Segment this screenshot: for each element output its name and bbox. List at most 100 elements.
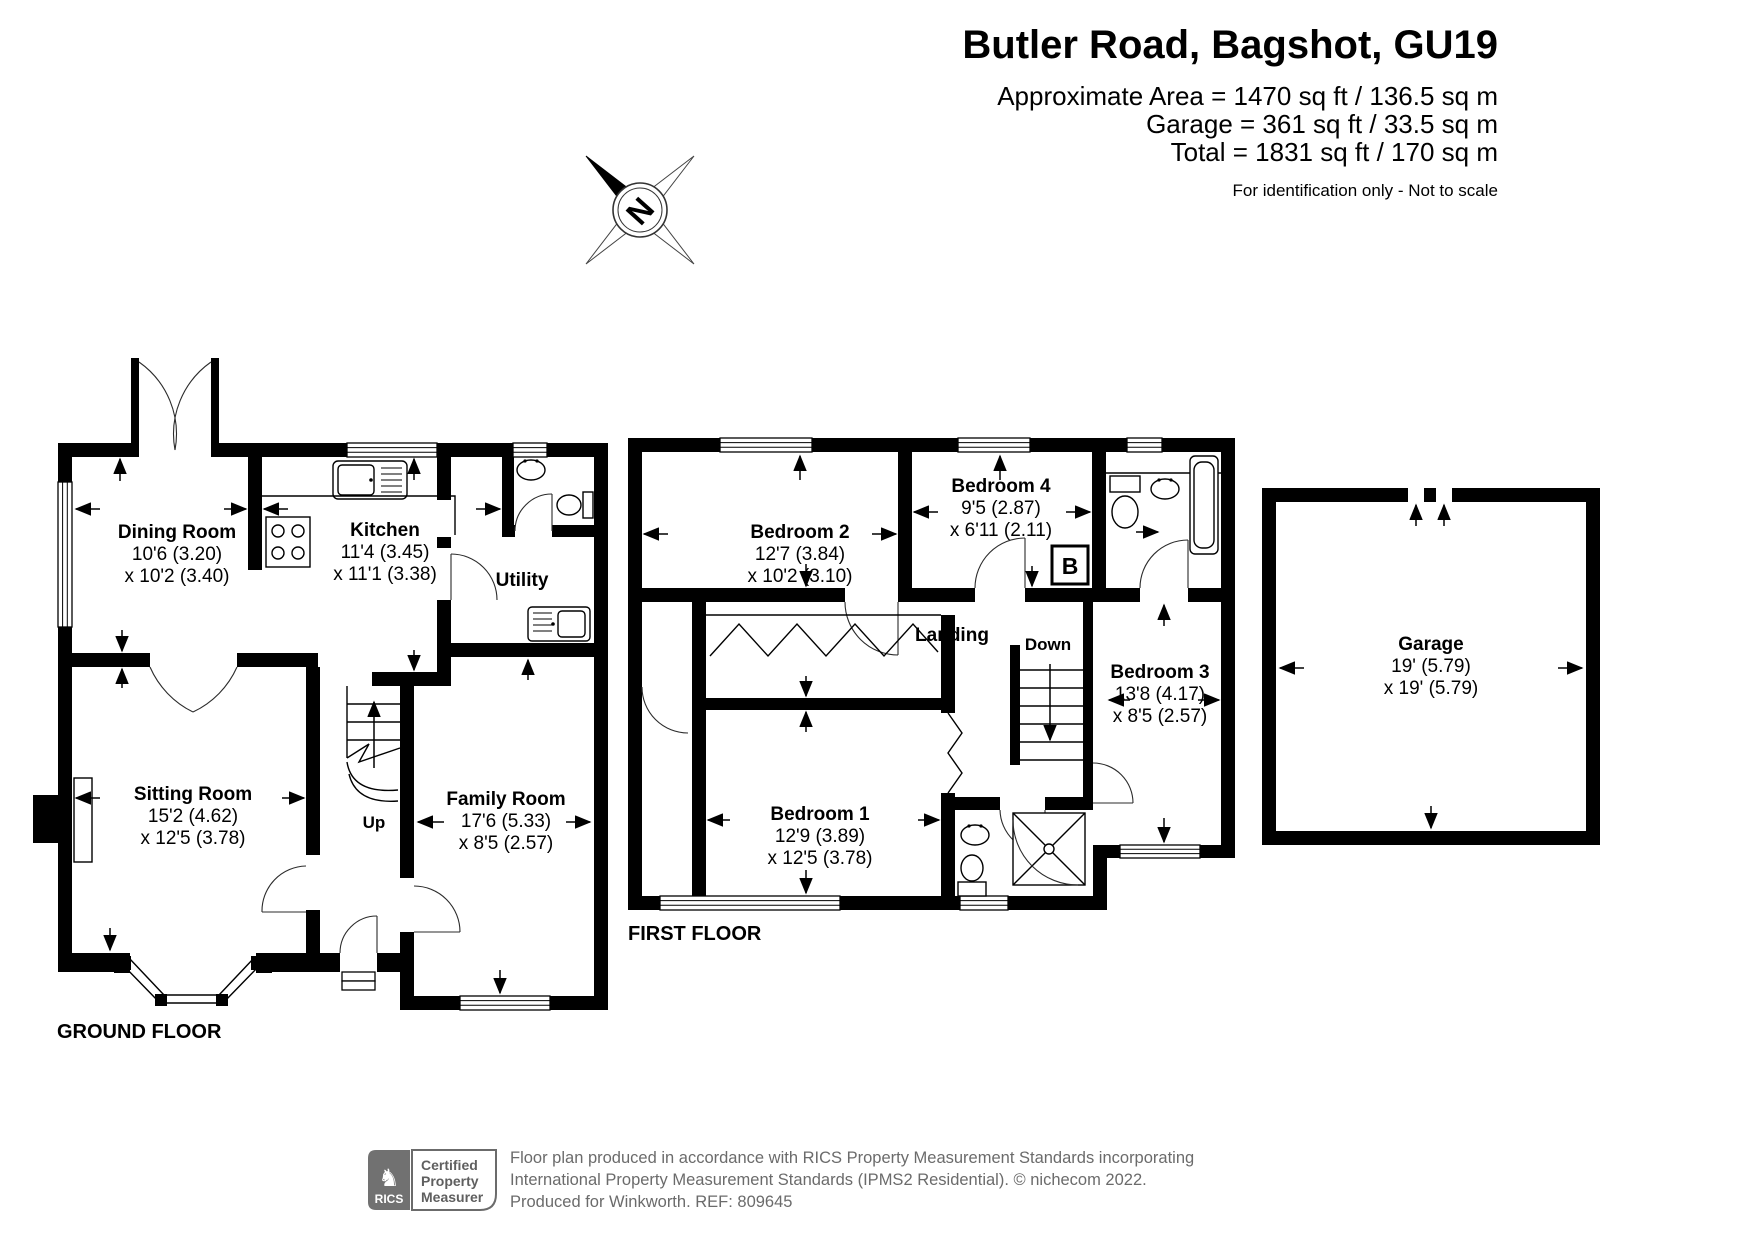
- first-walls: [628, 438, 1235, 910]
- first-labels: Bedroom 2 12'7 (3.84) x 10'2 (3.10) Bedr…: [628, 476, 1210, 945]
- ground-fixtures: [73, 459, 594, 863]
- wc-window: [512, 442, 548, 458]
- sitting-double-door-arc-left: [149, 666, 194, 713]
- bedroom3-window: [1119, 844, 1201, 859]
- svg-text:12'7 (3.84): 12'7 (3.84): [755, 544, 845, 565]
- kitchen-counter: [262, 495, 456, 535]
- bathroom-window: [1126, 437, 1163, 453]
- ground-doors: [138, 361, 553, 954]
- stairs-down: [1020, 664, 1083, 761]
- svg-text:x 12'5 (3.78): x 12'5 (3.78): [767, 848, 872, 869]
- stairs-up: [346, 686, 401, 802]
- svg-text:19' (5.79): 19' (5.79): [1391, 656, 1471, 677]
- svg-text:17'6 (5.33): 17'6 (5.33): [461, 811, 551, 832]
- footer-text: Floor plan produced in accordance with R…: [510, 1149, 1194, 1211]
- svg-text:x 19' (5.79): x 19' (5.79): [1384, 678, 1478, 699]
- wardrobe-rail-icon: [709, 622, 939, 658]
- ground-walls: [33, 358, 608, 1010]
- svg-text:x 11'1 (3.38): x 11'1 (3.38): [333, 564, 437, 585]
- first-floor-label: FIRST FLOOR: [628, 923, 762, 945]
- landing-label: Landing: [915, 625, 989, 646]
- bedroom3-name: Bedroom 3: [1110, 662, 1209, 683]
- footer-line-3: Produced for Winkworth. REF: 809645: [510, 1193, 792, 1211]
- svg-text:x 6'11 (2.11): x 6'11 (2.11): [950, 520, 1052, 541]
- svg-text:x 10'2 (3.10): x 10'2 (3.10): [747, 566, 852, 587]
- garage-name: Garage: [1398, 634, 1463, 655]
- ground-floor-label: GROUND FLOOR: [57, 1021, 222, 1043]
- ground-labels: Dining Room 10'6 (3.20) x 10'2 (3.40) Ki…: [57, 520, 566, 1043]
- svg-text:15'2 (4.62): 15'2 (4.62): [148, 806, 238, 827]
- boiler-cupboard: B: [1050, 544, 1090, 586]
- front-door-step: [341, 971, 376, 991]
- bedroom4-window: [957, 437, 1031, 453]
- header: Butler Road, Bagshot, GU19 Approximate A…: [962, 23, 1498, 200]
- svg-text:x 12'5 (3.78): x 12'5 (3.78): [140, 828, 245, 849]
- kitchen-sink-icon: [332, 460, 408, 500]
- bay-window: [117, 956, 265, 1006]
- svg-text:11'4 (3.45): 11'4 (3.45): [341, 542, 430, 563]
- ground-dim-arrows: [74, 457, 592, 995]
- garage-dim-arrows: [1278, 503, 1584, 830]
- wc-toilet-icon: [556, 491, 594, 519]
- garage-walls: [1262, 488, 1600, 845]
- ensuite-window: [959, 895, 1009, 911]
- family-room-name: Family Room: [446, 789, 565, 810]
- svg-text:12'9 (3.89): 12'9 (3.89): [775, 826, 865, 847]
- svg-text:9'5 (2.87): 9'5 (2.87): [961, 498, 1041, 519]
- kitchen-window: [346, 442, 438, 458]
- svg-text:x 10'2 (3.40): x 10'2 (3.40): [124, 566, 229, 587]
- utility-sink-icon: [527, 606, 591, 642]
- ensuite-basin-icon: [960, 824, 990, 846]
- french-door-arc-left: [138, 361, 178, 451]
- bedroom4-name: Bedroom 4: [951, 476, 1051, 497]
- svg-text:10'6 (3.20): 10'6 (3.20): [132, 544, 222, 565]
- rics-wordmark: RICS: [375, 1192, 404, 1206]
- ensuite-toilet-icon: [957, 854, 987, 897]
- first-fixtures: B: [706, 455, 1221, 897]
- family-room-window: [459, 995, 551, 1011]
- utility-name: Utility: [496, 570, 549, 591]
- total-line: Total = 1831 sq ft / 170 sq m: [1171, 137, 1498, 167]
- area-line: Approximate Area = 1470 sq ft / 136.5 sq…: [997, 81, 1498, 111]
- bathroom-basin-icon: [1150, 478, 1180, 500]
- hob-icon: [265, 516, 311, 568]
- page-title: Butler Road, Bagshot, GU19: [962, 23, 1498, 67]
- cupboard-door: [641, 686, 689, 734]
- bath-icon: [1189, 455, 1219, 555]
- dining-room-name: Dining Room: [118, 522, 236, 543]
- bedroom1-name: Bedroom 1: [770, 804, 870, 825]
- french-door-arc-right: [172, 361, 212, 451]
- bedroom2-window: [719, 437, 813, 453]
- kitchen-name: Kitchen: [350, 520, 420, 541]
- sitting-double-door-arc-right: [192, 666, 238, 713]
- garage-labels: Garage 19' (5.79) x 19' (5.79): [1384, 634, 1478, 699]
- up-label: Up: [363, 813, 386, 832]
- dining-side-window: [57, 481, 73, 628]
- fireplace: [73, 777, 93, 863]
- svg-text:x 8'5 (2.57): x 8'5 (2.57): [1113, 706, 1207, 727]
- bedroom1-window: [659, 895, 841, 911]
- compass-rose: N: [585, 155, 695, 265]
- svg-text:x 8'5 (2.57): x 8'5 (2.57): [459, 833, 553, 854]
- wardrobe: [706, 614, 941, 658]
- ground-windows: [57, 442, 551, 1011]
- rics-lion-icon: ♞: [378, 1165, 400, 1192]
- svg-text:Certified: Certified: [421, 1157, 478, 1173]
- garage-plan: Garage 19' (5.79) x 19' (5.79): [1262, 488, 1600, 845]
- footer-line-2: International Property Measurement Stand…: [510, 1171, 1147, 1189]
- sitting-room-name: Sitting Room: [134, 784, 252, 805]
- svg-text:13'8 (4.17): 13'8 (4.17): [1115, 684, 1205, 705]
- down-label: Down: [1025, 635, 1071, 654]
- shower-icon: [1012, 812, 1086, 886]
- bifold-cupboard-doors: [947, 712, 963, 794]
- certified-badge-box: [411, 1149, 497, 1211]
- disclaimer: For identification only - Not to scale: [1232, 181, 1498, 200]
- first-doors: [641, 537, 1189, 853]
- bathroom-toilet-icon: [1109, 475, 1141, 529]
- garage-line: Garage = 361 sq ft / 33.5 sq m: [1146, 109, 1498, 139]
- svg-text:Measurer: Measurer: [421, 1189, 484, 1205]
- bedroom2-name: Bedroom 2: [750, 522, 849, 543]
- rics-logo: ♞ RICS Certified Property Measurer: [368, 1149, 497, 1211]
